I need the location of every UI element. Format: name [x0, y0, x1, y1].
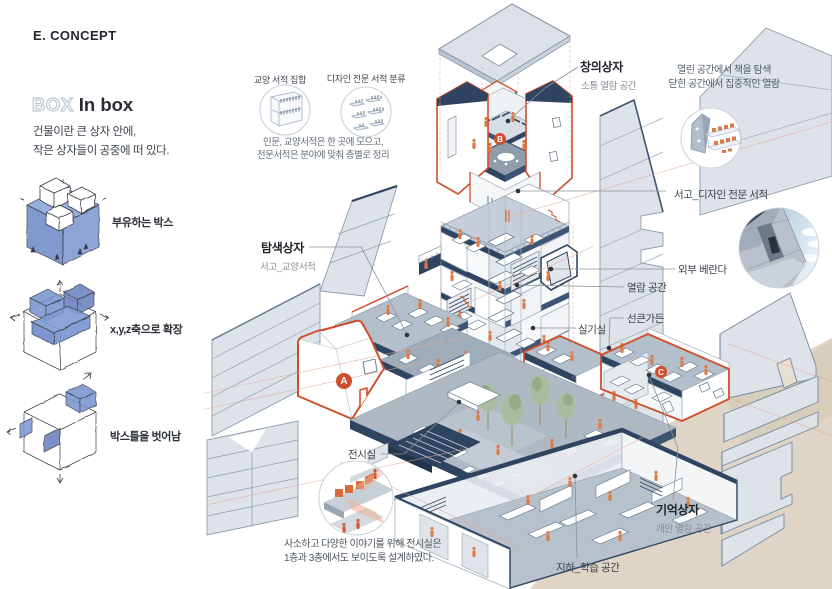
- search-box-title: 탐색상자: [261, 241, 304, 255]
- vignette-veranda-photo: [738, 207, 820, 289]
- shelf-caption: 인문, 교양서적은 한 곳에 모으고, 전문서적은 분야에 맞춰 층별로 정리: [256, 137, 390, 161]
- roof-plate: [438, 3, 571, 87]
- badge-b: B: [494, 133, 506, 145]
- concept-description: 건물이란 큰 상자 안에, 작은 상자들이 공중에 떠 있다.: [33, 126, 170, 157]
- page-title: E. CONCEPT: [33, 28, 117, 43]
- exhibition-label: 전시실: [348, 449, 376, 461]
- exhibition-hall: [367, 422, 481, 473]
- memory-box-subtitle: 개인 열람 공간: [656, 523, 712, 535]
- concept-title-rest: In box: [73, 94, 134, 115]
- vignette-creative-concept: [680, 107, 744, 169]
- panel-lower-left: [206, 420, 299, 536]
- vignette-shelf-sort: [340, 86, 392, 138]
- vignette-shelf-collect: [259, 84, 311, 136]
- concept-title-outline: BOX: [31, 93, 74, 115]
- sketch-label-floating: 부유하는 박스: [112, 217, 173, 229]
- memory-box: [523, 327, 730, 422]
- sketch-escape-box: [6, 372, 97, 484]
- veranda-label: 외부 베란다: [678, 264, 727, 276]
- sketch-expand-xyz: [10, 280, 110, 371]
- sketch-floating-box: [19, 177, 107, 266]
- stack-design-label: 서고_디자인 전문 서적: [674, 189, 768, 201]
- creative-box-subtitle: 소통 열람 공간: [581, 81, 637, 92]
- studio-label: 실기실: [578, 324, 606, 336]
- basement-label: 지하_학습 공간: [556, 562, 620, 574]
- memory-box-title: 기억상자: [656, 503, 699, 517]
- panel-left-of-tower: [319, 184, 398, 297]
- shelf-sort-label: 디자인 전문 서적 분류: [326, 74, 406, 84]
- sketch-label-escape: 박스틀을 벗어남: [110, 431, 181, 443]
- creative-box-title: 창의상자: [580, 60, 623, 74]
- shelf-collect-label: 교양 서적 집합: [253, 75, 307, 85]
- exhibition-note: 사소하고 다양한 이야기를 위해 전시실은 1층과 3층에서도 보이도록 설계하…: [284, 539, 442, 564]
- concept-title: BOX In box: [31, 93, 134, 116]
- sunken-garden-label: 선큰가든: [627, 313, 665, 325]
- open-space-note: 열린 공간에서 책을 탐색 닫힌 공간에서 집중적인 열람: [668, 65, 780, 90]
- badge-c: C: [655, 366, 667, 378]
- panel-bottom-right: [719, 292, 819, 567]
- leader-dots: [404, 118, 652, 479]
- basement: [394, 427, 738, 589]
- badge-a: A: [336, 373, 352, 389]
- creative-box: [436, 80, 573, 221]
- veranda-box: [540, 244, 578, 291]
- reading-space-label: 열람 공간: [627, 282, 667, 294]
- sketch-label-expand: x,y,z축으로 확장: [110, 324, 183, 336]
- vignette-exhibition-sketch: [318, 460, 394, 536]
- search-box-subtitle: 서고_교양서적: [260, 261, 316, 273]
- leader-lines: [309, 66, 679, 559]
